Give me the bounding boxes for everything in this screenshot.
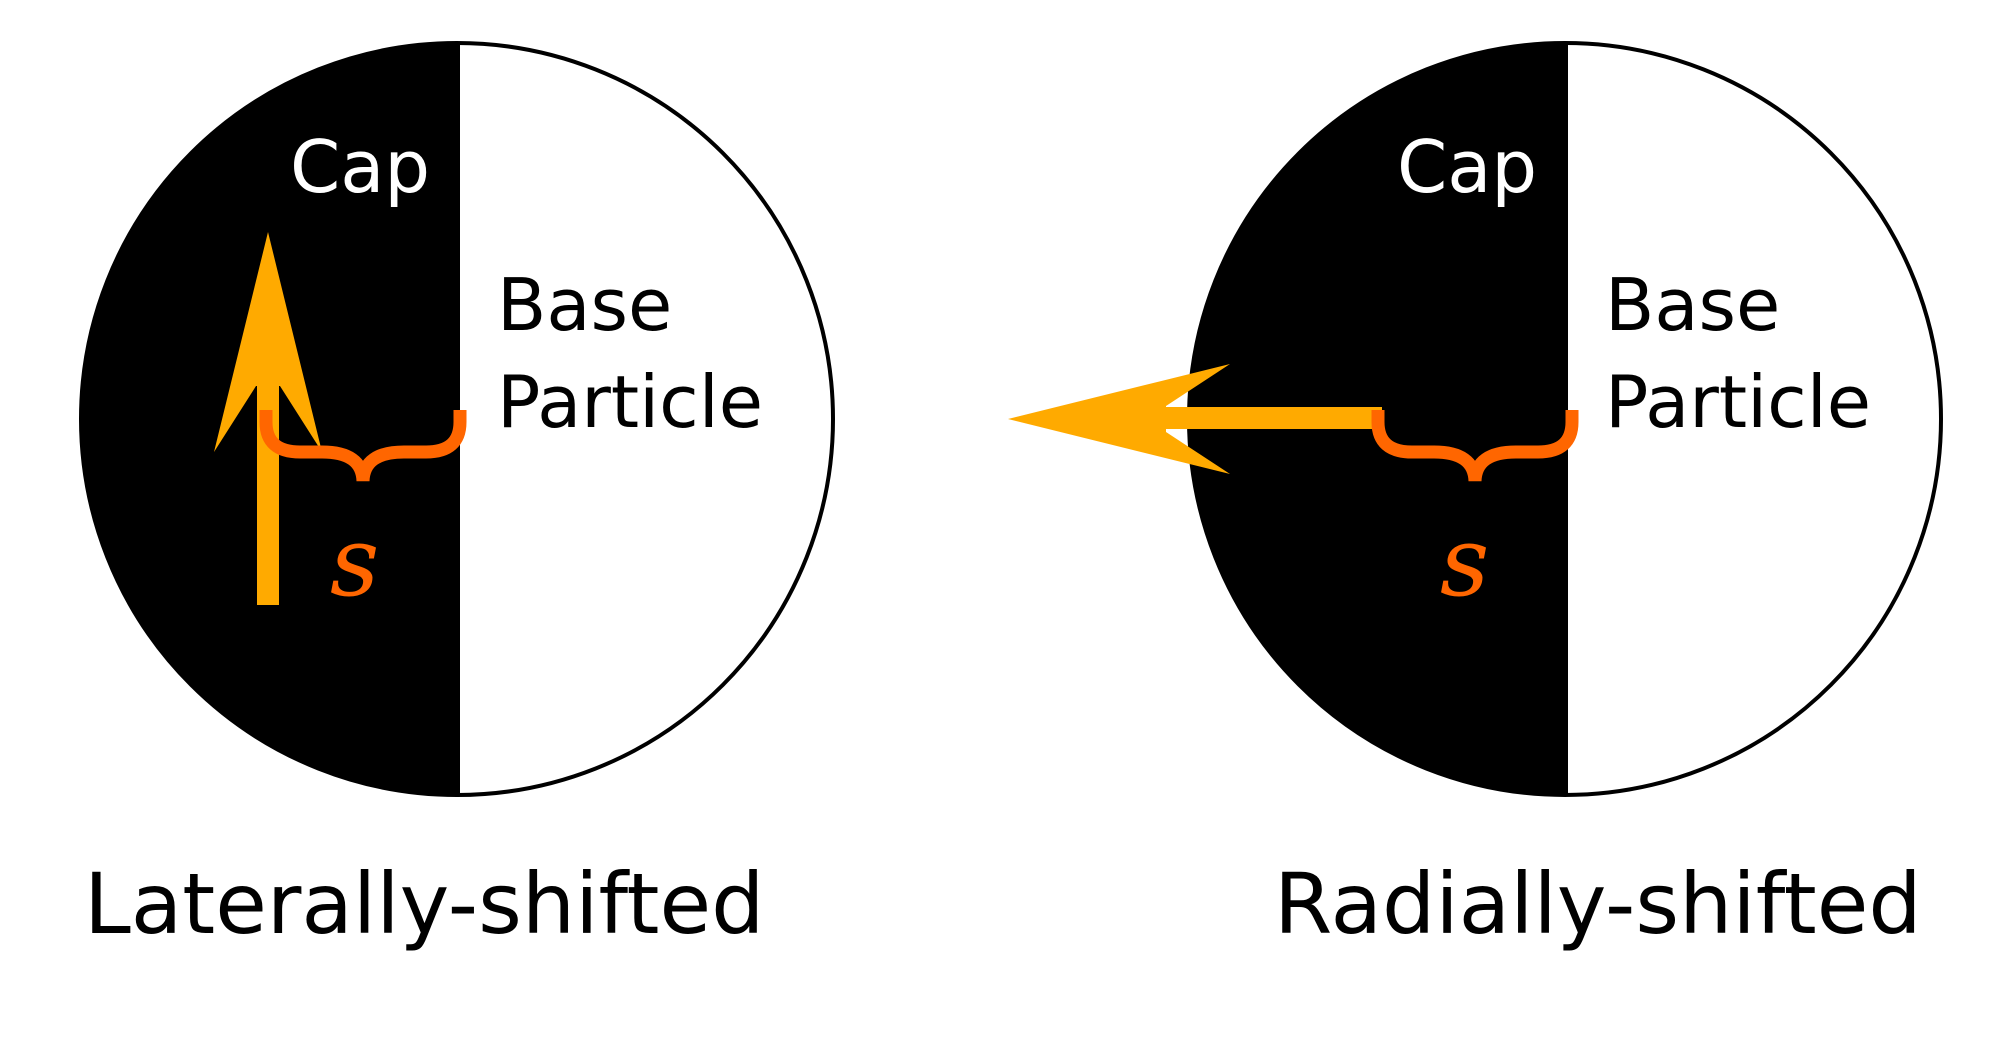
base-label-line2: Particle [497, 360, 763, 444]
base-label-line1: Base [497, 263, 672, 347]
base-label-line2: Particle [1605, 360, 1871, 444]
shift-symbol: s [1440, 506, 1489, 618]
cap-label: Cap [290, 125, 430, 209]
base-label-line1: Base [1605, 263, 1780, 347]
shift-brace [1371, 410, 1579, 482]
caption-radially-shifted: Radially-shifted [1274, 855, 1922, 953]
panel-radially-shifted: Cap Base Particle s [1008, 41, 1943, 797]
caption-laterally-shifted: Laterally-shifted [84, 855, 765, 953]
shift-symbol: s [330, 506, 379, 618]
shift-brace [259, 410, 467, 482]
orientation-arrow-left [1008, 364, 1382, 474]
panel-laterally-shifted: Cap Base Particle s [79, 41, 835, 797]
cap-label: Cap [1397, 125, 1537, 209]
